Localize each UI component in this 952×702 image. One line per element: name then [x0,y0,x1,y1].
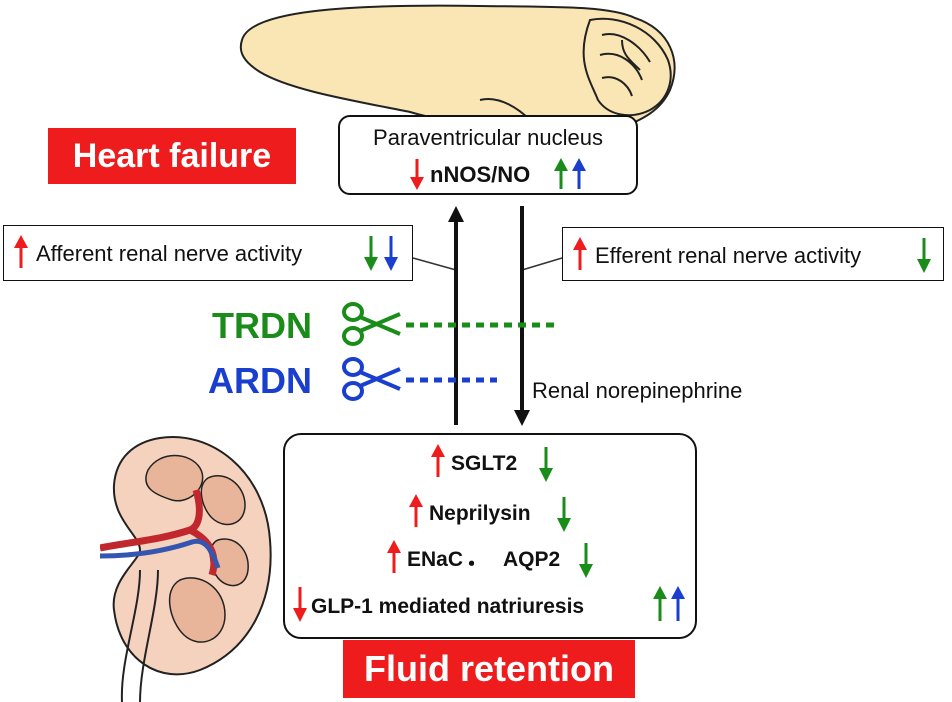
aqp2-label: AQP2 [503,548,561,571]
neprilysin-label: Neprilysin [429,502,531,525]
green-up-arrow-icon [554,158,568,189]
blue-up-arrow-icon [671,586,685,621]
green-up-arrow-icon [653,586,667,621]
renal-norepinephrine-label: Renal norepinephrine [532,378,743,403]
efferent-box: Efferent renal nerve activity [562,227,944,281]
red-up-arrow-icon [387,540,401,573]
sglt2-label: SGLT2 [451,452,518,475]
pvn-title: Paraventricular nucleus [373,125,603,150]
heart-failure-label: Heart failure [72,136,272,175]
pvn-marker-row: nNOS/NO [340,157,636,191]
kidney-mechanism-box: SGLT2 Neprilysin ENaC ・ AQP2 GLP-1 media… [283,433,697,639]
pvn-box: Paraventricular nucleus nNOS/NO [338,115,638,195]
fluid-retention-label: Fluid retention [364,648,614,689]
scissors-icon [342,357,401,401]
afferent-box: Afferent renal nerve activity [3,225,413,281]
separator-dot: ・ [461,553,482,576]
red-up-arrow-icon [14,235,28,268]
red-up-arrow-icon [573,237,587,270]
green-down-arrow-icon [557,497,571,532]
enac-label: ENaC [407,548,464,571]
blue-down-arrow-icon [384,236,398,271]
green-down-arrow-icon [917,238,931,273]
green-down-arrow-icon [364,236,378,271]
afferent-label: Afferent renal nerve activity [36,241,303,266]
efferent-label: Efferent renal nerve activity [595,243,862,268]
red-up-arrow-icon [409,494,423,527]
green-down-arrow-icon [579,543,593,578]
red-down-arrow-icon [410,159,424,190]
green-down-arrow-icon [539,447,553,482]
glp1-label: GLP-1 mediated natriuresis [311,595,585,618]
heart-failure-badge: Heart failure [48,128,296,184]
blue-up-arrow-icon [572,158,586,189]
trdn-label: TRDN [212,305,312,346]
fluid-retention-badge: Fluid retention [343,640,635,698]
scissors-icon [342,302,401,346]
ardn-label: ARDN [208,360,312,401]
red-up-arrow-icon [431,444,445,477]
pvn-marker: nNOS/NO [430,162,531,187]
red-down-arrow-icon [293,587,307,622]
kidney-illustration [100,436,272,702]
